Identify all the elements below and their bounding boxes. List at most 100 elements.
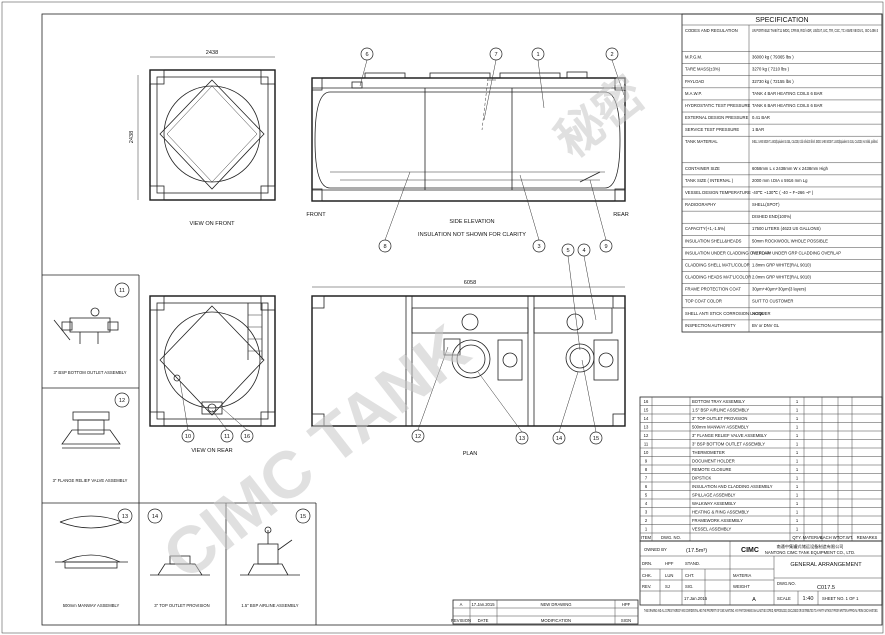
drawing-size: A (752, 597, 756, 603)
spec-label: TOP COAT COLOR (685, 299, 722, 304)
detail-14-label: 3" TOP OUTLET PROVISION (154, 603, 209, 608)
side-elevation: FRONT REAR SIDE ELEVATION INSULATION NOT… (306, 71, 629, 238)
title-block: OWNED BY (17.5m³) CIMC 南通中集罐式储运设备制造有限公司 … (639, 540, 883, 613)
view-on-rear: VIEW ON REAR (149, 295, 276, 454)
detail-panels: 11 3" BSP BOTTOM OUTLET ASSEMBLY 12 3" F… (42, 274, 317, 625)
detail-11-number: 11 (119, 288, 125, 294)
parts-item-no: 12 (644, 433, 649, 438)
spec-value: PU FOAM UNDER GRP CLADDING OVERLAP (752, 250, 841, 255)
dwg-no: C017.5 (817, 585, 835, 591)
balloon-8: 8 (383, 244, 386, 250)
spec-value: NONE (752, 311, 764, 316)
parts-header-each: EACH WT. (820, 535, 840, 540)
confidential-notice: THIS DRAWING AND ALL COPIES THEREOF ARE … (644, 608, 878, 613)
scale-value: 1:40 (803, 596, 814, 602)
watermark-cn: 秘密 (546, 67, 654, 168)
balloon-7: 7 (494, 52, 497, 58)
parts-item-no: 11 (644, 442, 649, 447)
drawing-title: GENERAL ARRANGEMENT (790, 562, 862, 568)
spec-value: SHELL(SPOT) (752, 202, 780, 207)
company-name-cn: 南通中集罐式储运设备制造有限公司 (776, 543, 843, 550)
spec-value: 2000 mm I.DIA x 5916 mm Lg (752, 178, 808, 183)
spec-value: 0.41 BAR (752, 115, 770, 120)
spec-label: SHELL ANTI STICK CORROSION LACQUER (685, 311, 770, 316)
rev-col-sign: SIGN (621, 618, 631, 623)
view-on-front: 2438 2438 VIEW ON FRONT (129, 50, 276, 227)
parts-item-name: WALKWAY ASSEMBLY (692, 501, 736, 506)
spec-title: SPECIFICATION (755, 17, 808, 24)
spec-label: M.P.G.M. (685, 55, 702, 60)
detail-13-number: 13 (122, 514, 128, 520)
owned-by-label: OWNED BY (644, 547, 667, 552)
front-view-label: VIEW ON FRONT (189, 221, 235, 227)
detail-11-label: 3" BSP BOTTOM OUTLET ASSEMBLY (53, 370, 126, 375)
parts-item-qty: 1 (796, 433, 799, 438)
parts-item-name: BOTTOM TRAY ASSEMBLY (692, 399, 745, 404)
parts-item-no: 14 (644, 416, 649, 421)
revision-block: A 17.Jan.2015 NEW DRAWING HPF REVISION D… (451, 599, 639, 625)
spec-value: 2.0mm GRP WHITE(RAL 9010) (752, 275, 811, 280)
parts-item-no: 2 (645, 518, 648, 523)
balloon-6: 6 (365, 52, 368, 58)
watermark: CIMC TANK 秘密 (149, 67, 655, 593)
parts-item-no: 9 (645, 459, 648, 464)
spec-label: CONTAINER SIZE (685, 166, 720, 171)
parts-item-qty: 1 (796, 501, 799, 506)
rev-value: SJ (665, 584, 670, 589)
chk-label: CHK. (642, 573, 652, 578)
rear-end-label: REAR (613, 212, 629, 218)
parts-header-qty: QTY. (792, 535, 801, 540)
rev-by: HPF (622, 602, 631, 607)
rev-desc: NEW DRAWING (540, 602, 571, 607)
detail-15-label: 1.5" BSP AIRLINE ASSEMBLY (241, 603, 298, 608)
spec-label: EXTERNAL DESIGN PRESSURE (685, 115, 749, 120)
parts-header-material: MATERIAL (803, 535, 824, 540)
parts-item-qty: 1 (796, 442, 799, 447)
parts-item-qty: 1 (796, 493, 799, 498)
parts-header-tot: TOT.WT. (837, 535, 853, 540)
parts-item-no: 3 (645, 510, 648, 515)
balloon-13: 13 (519, 436, 525, 442)
parts-item-name: INSULATION AND CLADDING ASSEMBLY (692, 484, 773, 489)
spec-label: M.A.W.P. (685, 91, 702, 96)
spec-label: HYDROSTATIC TEST PRESSURE (685, 103, 751, 108)
parts-item-qty: 1 (796, 476, 799, 481)
balloon-11: 11 (224, 434, 230, 440)
parts-item-name: HEATING & RING ASSEMBLY (692, 510, 749, 515)
stand-label: STAND. (685, 561, 700, 566)
parts-item-no: 1 (645, 527, 648, 532)
spec-value: 36000 kg ( 79365 lbs ) (752, 55, 794, 60)
parts-item-qty: 1 (796, 408, 799, 413)
parts-item-name: DIPSTICK (692, 476, 712, 481)
balloons: 6 7 1 2 8 3 9 5 4 10 11 16 12 13 14 15 (179, 47, 625, 445)
drn-value: HPF (665, 561, 674, 566)
plan-view: 6058 PLAN (311, 280, 626, 457)
spec-label: TANK SIZE ( INTERNAL ) (685, 178, 734, 183)
spec-value: 50mm ROCKWOOL WHOLE POSSIBLE (752, 238, 828, 243)
parts-item-qty: 1 (796, 459, 799, 464)
spec-label: CAPACITY(+1,-1.5%) (685, 226, 726, 231)
parts-item-name: 3" FLANGE RELIEF VALVE ASSEMBLY (692, 433, 767, 438)
spec-value: SHELL: SANS 50028-7:1.4402(Equivalent to… (752, 139, 878, 144)
side-elevation-note: INSULATION NOT SHOWN FOR CLARITY (418, 232, 526, 238)
detail-15-number: 15 (300, 514, 306, 520)
spec-label: SERVICE TEST PRESSURE (685, 127, 739, 132)
parts-item-name: THERMOMETER (692, 450, 725, 455)
balloon-9: 9 (604, 244, 607, 250)
rev-label: REV. (642, 584, 651, 589)
detail-14-number: 14 (152, 514, 158, 520)
spec-value: 17500 LITERS (4623 US GALLONS) (752, 226, 821, 231)
spec-value: 1.8mm GRP WHITE(RAL 9010) (752, 262, 811, 267)
parts-item-no: 13 (644, 425, 649, 430)
title-date: 17.Jan.2015 (684, 596, 708, 601)
spec-label: CODES AND REGULATION (685, 28, 738, 33)
spec-label: TARE MASS(±3%) (685, 67, 721, 72)
detail-12-label: 3" FLANGE RELIEF VALVE ASSEMBLY (53, 478, 128, 483)
parts-item-no: 10 (644, 450, 649, 455)
spec-value: UN PORTABLE TANK/T11 IMDG, CFR49, RID/ A… (752, 28, 878, 33)
parts-item-name: SPILLAGE ASSEMBLY (692, 493, 736, 498)
parts-item-qty: 1 (796, 416, 799, 421)
parts-item-name: FRAMEWORK ASSEMBLY (692, 518, 743, 523)
